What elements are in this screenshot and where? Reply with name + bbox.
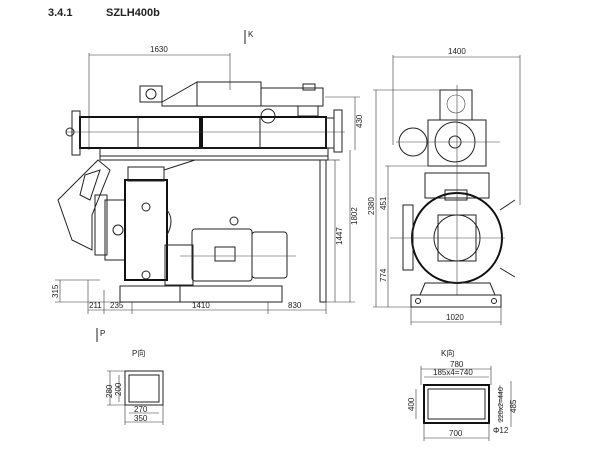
dim-1802: 1802 [326,150,359,303]
gearbox [439,89,473,121]
svg-text:780: 780 [450,360,464,369]
dim-1447: 1447 [326,159,344,302]
svg-text:1630: 1630 [150,45,168,54]
p-view: P P向 280 200 270 350 [96,328,164,425]
svg-text:Φ12: Φ12 [493,426,509,435]
side-view: K 1630 [51,30,364,314]
svg-text:P: P [100,329,105,338]
svg-text:1020: 1020 [446,313,464,322]
svg-text:270: 270 [134,405,148,414]
svg-text:235: 235 [110,301,124,310]
dim-430: 430 [325,96,364,150]
model-title: SZLH400b [106,7,160,19]
k-view: K向 780 185x4=740 400 220x2=440 485 Φ12 7… [407,348,518,441]
section-number: 3.4.1 [48,7,72,19]
svg-text:485: 485 [509,399,518,413]
svg-text:350: 350 [134,414,148,423]
svg-text:830: 830 [288,301,302,310]
bottom-dims: 211 235 1410 830 [87,280,327,314]
door [402,204,414,271]
base-frame [119,285,283,303]
pellet-mill [94,159,196,286]
dim-2380: 2380 [367,89,440,308]
dim-451: 451 [379,165,428,238]
svg-text:2380: 2380 [367,197,376,215]
dim-1020: 1020 [410,307,502,325]
svg-text:185x4=740: 185x4=740 [433,368,473,377]
svg-text:200: 200 [114,382,123,396]
main-motor [180,216,296,282]
dim-774: 774 [379,238,389,307]
svg-text:700: 700 [449,429,463,438]
svg-text:P向: P向 [132,348,145,358]
support-column [319,159,327,303]
svg-text:430: 430 [355,114,364,128]
svg-text:315: 315 [51,284,60,298]
svg-text:1400: 1400 [448,47,466,56]
view-marker-k: K [248,30,254,39]
conditioner [65,109,345,161]
dim-1400: 1400 [392,47,521,205]
feed-chute [57,159,111,251]
svg-text:1802: 1802 [350,207,359,225]
front-view: 1400 2380 451 [367,47,521,325]
svg-text:1447: 1447 [335,227,344,245]
svg-text:280: 280 [105,384,114,398]
dim-1630: 1630 [88,45,231,150]
svg-text:1410: 1410 [192,301,210,310]
svg-text:451: 451 [379,196,388,210]
front-base [410,294,502,308]
svg-text:220x2=440: 220x2=440 [498,387,505,422]
svg-text:774: 774 [379,268,388,282]
svg-text:K向: K向 [441,348,454,358]
svg-text:400: 400 [407,397,416,411]
svg-text:211: 211 [89,301,102,310]
dim-315: 315 [51,279,120,303]
